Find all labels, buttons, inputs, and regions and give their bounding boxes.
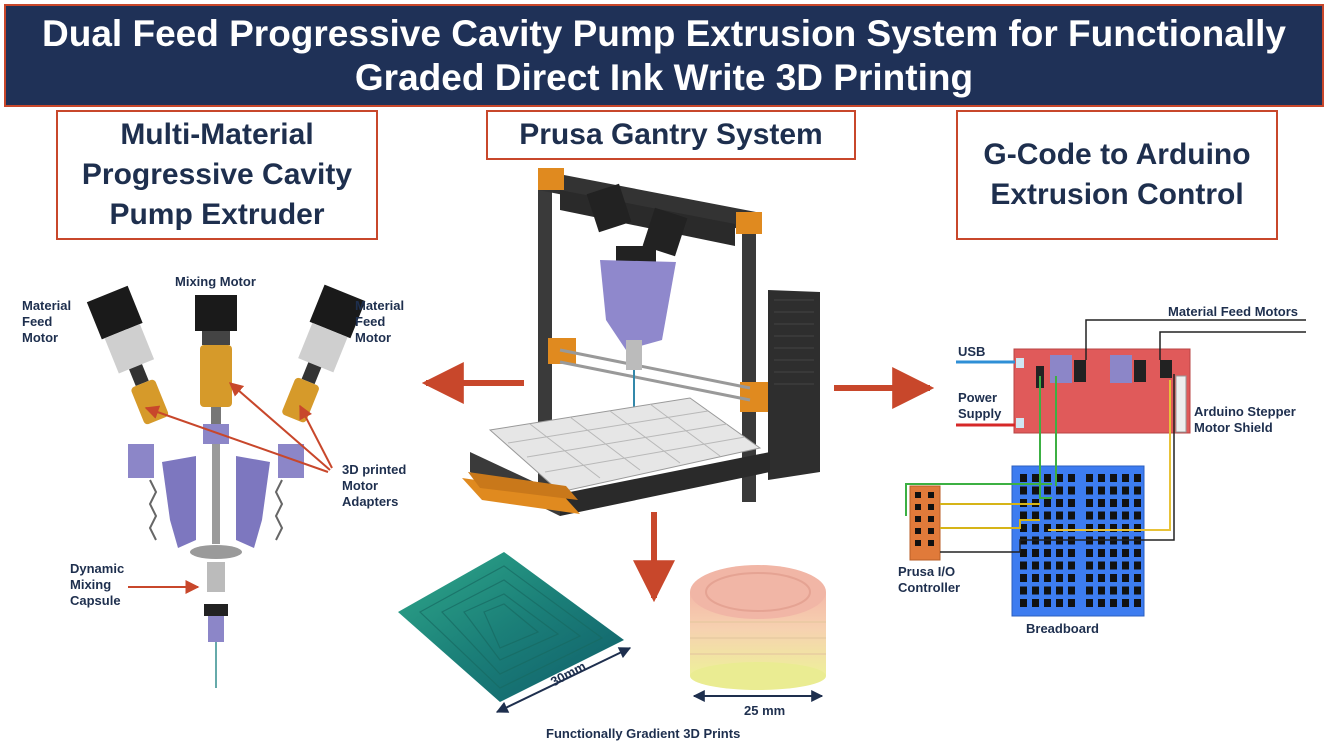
gantry-section-box: Prusa Gantry System	[486, 110, 856, 160]
right-feed-motor-illustration	[282, 284, 366, 423]
prusa-printer-illustration	[462, 168, 820, 516]
cylinder-dimension-label: 25 mm	[744, 703, 786, 718]
mixing-motor-label: Mixing Motor	[175, 274, 256, 289]
mixing-capsule-label: Dynamic Mixing Capsule	[70, 561, 125, 608]
control-section-box: G-Code to Arduino Extrusion Control	[956, 110, 1278, 240]
prints-caption: Functionally Gradient 3D Prints	[546, 726, 741, 741]
breadboard-label: Breadboard	[1026, 621, 1099, 636]
feed-motors-label: Material Feed Motors	[1168, 304, 1299, 319]
left-feed-motor-illustration	[86, 285, 169, 425]
io-controller-label: Prusa I/O Controller	[898, 564, 961, 595]
title-banner: Dual Feed Progressive Cavity Pump Extrus…	[4, 4, 1324, 107]
left-feed-motor-label: Material Feed Motor	[22, 298, 72, 345]
arduino-motor-shield	[1013, 348, 1191, 434]
prusa-io-controller-board	[909, 485, 941, 561]
right-feed-motor-label: Material Feed Motor	[355, 298, 405, 345]
page-title: Dual Feed Progressive Cavity Pump Extrus…	[42, 12, 1286, 98]
power-supply-label: Power Supply	[958, 390, 1002, 421]
usb-label: USB	[958, 344, 986, 359]
cylinder-print-illustration	[690, 565, 826, 690]
extruder-section-box: Multi-Material Progressive Cavity Pump E…	[56, 110, 378, 240]
mixing-motor-illustration	[195, 295, 237, 425]
motor-adapters-label: 3D printed Motor Adapters	[342, 462, 407, 509]
motor-shield-label: Arduino Stepper Motor Shield	[1194, 404, 1296, 435]
breadboard	[1011, 465, 1145, 617]
pyramid-print-illustration	[398, 552, 624, 702]
exploded-extruder-illustration	[86, 284, 366, 688]
